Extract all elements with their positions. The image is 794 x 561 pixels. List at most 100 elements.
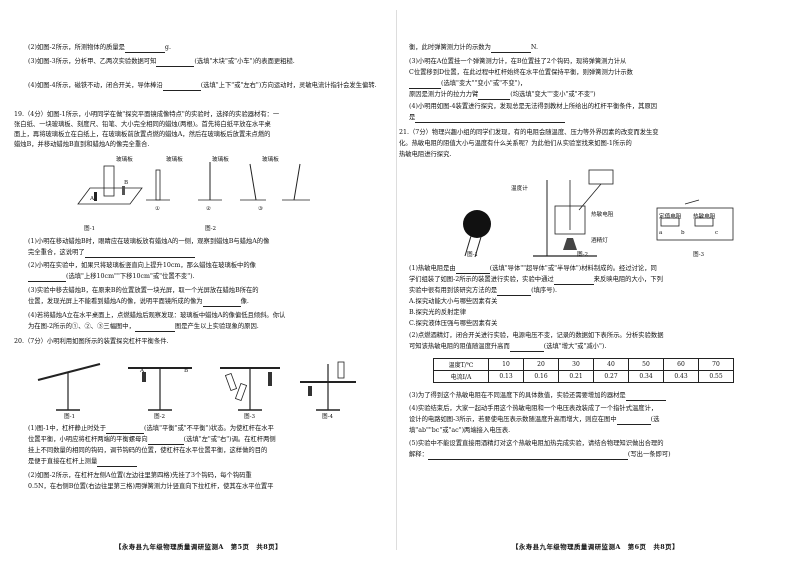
q20-4a: (4)小明用如图-4装置进行探究，发现总是无法得到教材上所给出的杠杆平衡条件，其…: [409, 103, 658, 110]
q19-4a: (4)若将蜡烛A立在水平桌面上，点燃蜡烛后观察发现：玻璃板中蜡烛A的像偏低且倾斜…: [28, 312, 286, 319]
table-cell: 0.34: [628, 370, 664, 383]
q21-3: (3)为了得到这个热敏电阻在不同温度下的具体数值，实验还需要增加的器材是: [409, 392, 666, 401]
q20-3d: 原因是测力计的拉力力臂(均选填"变大""变小"或"不变"): [409, 91, 596, 100]
q21-fig2-caption: 图-2: [577, 252, 589, 258]
q21-5b: 解释：(写出一条即可): [409, 451, 671, 460]
q21-alcohol-lamp-label: 酒精灯: [591, 238, 608, 244]
q19-glass-label-2: 玻璃板: [166, 157, 183, 163]
q21-4c: 填"ab""bc"或"ac")两端接入电压表.: [409, 427, 511, 434]
q20-4b: 是: [409, 114, 566, 123]
q21-stem-2: 化。热敏电阻的阻值大小与温度有什么关系呢？为此他们从实验室找来如图-1所示的: [399, 140, 632, 147]
q21-thermistor-label: 热敏电阻: [591, 212, 614, 218]
table-cell: 40: [593, 358, 629, 371]
table-cell: 0.43: [663, 370, 699, 383]
table-cell: 50: [628, 358, 664, 371]
q19-2a: (2)小明在实验中，如果只将玻璃板竖直向上提升10cm，那么蜡烛在玻璃板中的像: [28, 262, 256, 269]
q19-candle-a-label: A: [90, 196, 95, 202]
q19-3b: 位置，发现光屏上不能看到蜡烛A的像，说明平面镜所成的像为像.: [28, 298, 249, 307]
q19-stem-3: 面上，再将玻璃板立在白纸上，在玻璃板前放置点燃的蜡烛A，然后在玻璃板后放置未点燃…: [14, 131, 271, 138]
table-cell: 0.13: [488, 370, 524, 383]
q20-3b: C位置移到D位置，在此过程中杠杆始终在水平位置保持平衡，则弹簧测力计示数: [409, 69, 633, 76]
q20-fig3-caption: 图-3: [244, 414, 256, 420]
q20-figures: [37, 361, 356, 411]
q19-3a: (3)实验中移去蜡烛B，在原来B的位置放置一块光屏，取一个光屏放在蜡烛B所在的: [28, 287, 259, 294]
q20-fig2-label-b: B: [184, 368, 189, 374]
right-page-footer: 【永寿县九年级物理质量调研监测A 第6页 共8页】: [512, 543, 679, 551]
q19-stem-2: 张白纸、一块玻璃板、刻度尺、铅笔、大小完全相同的蜡烛(两根)。首先将白纸平放在水…: [14, 121, 271, 128]
q21-4a: (4)实验结束后，大家一起动手用这个热敏电阻和一个电压表改装成了一个指针式温度计…: [409, 405, 658, 412]
q21-figures: [463, 169, 734, 258]
q20-3a: (3)小明在A位置挂一个弹簧测力计，在B位置挂了2个钩码，现将弹簧测力计从: [409, 58, 627, 65]
q21-stem-1: 21.（7分）物理兴趣小组的同学们发现，有的电阻会随温度、压力等外界因素的改变而…: [399, 129, 659, 136]
q19-stem-1: 19.（4分）如图-1所示，小明同学在做"探究平面镜成像特点"的实验时，选择的实…: [14, 111, 280, 118]
q19-4b: 为在图-2所示的①、②、③三幅图中，图是产生以上实验现象的原因.: [28, 323, 259, 332]
table-cell: 10: [488, 358, 524, 371]
table-cell: 70: [698, 358, 734, 371]
q21-stem-3: 热敏电阻进行探究.: [399, 151, 452, 158]
left-page-footer: 【永寿县九年级物理质量调研监测A 第5页 共8页】: [115, 543, 282, 551]
table-cell: 0.55: [698, 370, 734, 383]
q20-fig4-caption: 图-4: [322, 414, 334, 420]
q20-stem: 20.（7分）小明利用如图所示的装置探究杠杆平衡条件.: [14, 338, 169, 345]
q19-glass-label-1: 玻璃板: [116, 157, 133, 163]
q21-5a: (5)实验中不能设置直接用酒精灯对这个热敏电阻加热完成实验，请结合物理知识做出合…: [409, 440, 664, 447]
q19-candle-b-label: B: [124, 180, 129, 186]
table-cell: 0.16: [523, 370, 559, 383]
q21-thermometer-label: 温度计: [511, 186, 528, 192]
table-row: 电流I/A 0.13 0.16 0.21 0.27 0.34 0.43 0.55: [433, 370, 734, 383]
q21-2a: (2)点燃酒精灯，闭合开关进行实验，电源电压不变，记录的数据如下表所示。分析实验…: [409, 332, 664, 339]
q21-4b: 设计的电路如图-3所示，若要使电压表示数随温度升高而增大，则应在图中(选: [409, 416, 660, 425]
table-cell: 0.21: [558, 370, 594, 383]
q20-2b: 0.5N，在右侧B位置(右边往里第三格)用弹簧测力计竖直向下拉杠杆，使其在水平位…: [28, 483, 274, 490]
q20-fig1-caption: 图-1: [64, 414, 76, 420]
q21-point-a: a: [659, 230, 663, 236]
q19-fig1-caption: 图-1: [84, 226, 96, 232]
q18-4a: (4)如图-4所示，磁铁不动，闭合开关，导体棒沿(选填"上下"或"左右")方向运…: [28, 82, 377, 91]
q19-1a: (1)小明在移动蜡烛B时，眼睛应在玻璃板放有蜡烛A的一侧，观察到蜡烛B与蜡烛A的…: [28, 238, 270, 245]
table-cell: 20: [523, 358, 559, 371]
table-row: 温度T/℃ 10 20 30 40 50 60 70: [433, 358, 734, 371]
q20-2a: (2)如图-2所示，在杠杆左侧A位置(左边往里第四格)先挂了3个钩码，每个钩码重: [28, 472, 252, 479]
q19-figures: [77, 162, 310, 205]
table-header-temp: 温度T/℃: [433, 358, 489, 371]
q19-1b: 完全重合，这说明了: [28, 249, 195, 258]
q21-fig3-caption: 图-3: [693, 252, 705, 258]
q20-1c: 挂上不同数量的相同的钩码，调节钩码的位置，使杠杆在水平位置平衡，这样做的目的: [28, 447, 268, 454]
q20-3c: (选填"变大""变小"或"不变")，: [409, 80, 526, 89]
q21-1a: (1)热敏电阻是由(选填"导体""超导体"或"半导体")材料制成的。经过讨论，同: [409, 265, 657, 274]
q21-point-b: b: [681, 230, 685, 236]
q19-2b: (选填"上移10cm""下移10cm"或"位置不变").: [28, 273, 195, 282]
q21-fixed-resistor-label: 定值电阻: [659, 214, 682, 220]
q21-option-c: C.探究液体压强与哪些因素有关: [409, 320, 498, 327]
q20-1a: (1)图-1中，杠杆静止时处于(选填"平衡"或"不平衡")状态。为使杠杆在水平: [28, 425, 274, 434]
q19-glass-label-3: 玻璃板: [212, 157, 229, 163]
q20-1d: 是便于直接在杠杆上测量: [28, 458, 138, 467]
q19-fig2-caption: 图-2: [205, 226, 217, 232]
q21-point-c: c: [715, 230, 719, 236]
q19-glass-label-4: 玻璃板: [262, 157, 279, 163]
q18-3a: (3)如图-3所示，分析甲、乙两次实验数据可知(选填"木块"或"小车")的表面更…: [28, 58, 295, 67]
table-cell: 30: [558, 358, 594, 371]
q20-fig2-caption: 图-2: [154, 414, 166, 420]
table-header-current: 电流I/A: [433, 370, 489, 383]
q21-2b: 可知该热敏电阻的阻值随温度升高而(选填"增大"或"减小").: [409, 343, 607, 352]
q20-1b: 位置平衡，小明应将杠杆两端的平衡螺母向(选填"左"或"右")调。在杠杆两侧: [28, 436, 276, 445]
q21-1c: 实验中很有用到该研究方法的是(填序号).: [409, 287, 557, 296]
q21-1b: 学们组装了如图-2所示的装置进行实验，实验中通过来反映电阻的大小，下列: [409, 276, 663, 285]
q21-fig1-caption: 图-1: [467, 252, 479, 258]
q19-stem-4: 蜡烛B，并移动蜡烛B直到和蜡烛A的像完全重合.: [14, 141, 150, 148]
table-cell: 60: [663, 358, 699, 371]
q21-option-b: B.探究光的反射定律: [409, 309, 467, 316]
q21-option-a: A.探究动能大小与哪些因素有关: [409, 298, 498, 305]
page-divider: [396, 10, 397, 550]
q19-fig2-label-1: ①: [155, 206, 161, 212]
q21-data-table: 温度T/℃ 10 20 30 40 50 60 70 电流I/A 0.13 0.…: [433, 358, 734, 383]
q19-fig2-label-3: ③: [258, 206, 264, 212]
q19-fig2-label-2: ②: [206, 206, 212, 212]
table-cell: 0.27: [593, 370, 629, 383]
q20-fig2-label-a: A: [140, 368, 145, 374]
